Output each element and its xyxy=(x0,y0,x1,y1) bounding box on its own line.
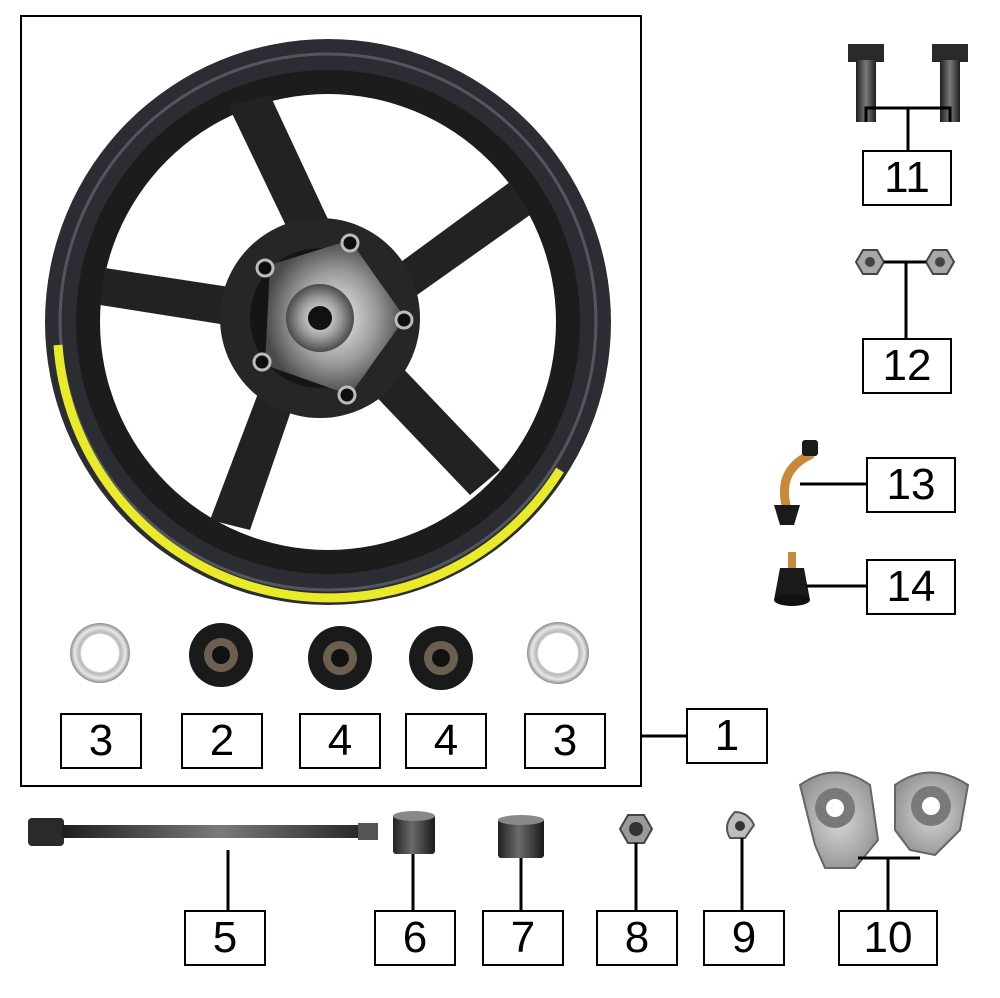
washer-left xyxy=(70,623,130,683)
chain-adjuster-left xyxy=(798,771,880,869)
callout-5: 5 xyxy=(184,910,266,966)
wheel-assembly-frame xyxy=(20,15,642,787)
callout-12: 12 xyxy=(862,338,952,394)
callout-3-left: 3 xyxy=(60,713,142,769)
callout-7: 7 xyxy=(482,910,564,966)
rim-stripe xyxy=(53,344,564,603)
valve-straight xyxy=(774,552,810,606)
callout-3-right: 3 xyxy=(524,713,606,769)
bearing-2 xyxy=(189,623,253,687)
axle-nut xyxy=(618,814,654,844)
callout-4-right: 4 xyxy=(405,713,487,769)
bearing-4b xyxy=(409,626,473,690)
hub-bolt-holes xyxy=(252,233,414,405)
callout-10: 10 xyxy=(838,910,938,966)
wheel-assembly xyxy=(45,39,611,605)
cotter-pin xyxy=(725,810,756,839)
callout-6: 6 xyxy=(374,910,456,966)
callout-1: 1 xyxy=(686,708,768,764)
callout-9: 9 xyxy=(703,910,785,966)
callout-2: 2 xyxy=(181,713,263,769)
nut-left xyxy=(854,249,886,275)
callout-11: 11 xyxy=(862,150,952,206)
washer-right xyxy=(527,622,589,684)
bearing-4a xyxy=(308,626,372,690)
valve-angled xyxy=(774,440,818,525)
axle xyxy=(28,818,378,846)
chain-adjuster-right xyxy=(894,771,970,857)
leader-lines xyxy=(226,106,952,910)
callout-8: 8 xyxy=(596,910,678,966)
callout-4-left: 4 xyxy=(299,713,381,769)
spacer-6 xyxy=(393,811,435,854)
callout-13: 13 xyxy=(866,457,956,513)
nut-right xyxy=(924,249,956,275)
spacer-7 xyxy=(498,815,544,858)
callout-14: 14 xyxy=(866,559,956,615)
wheel-spokes xyxy=(100,95,530,530)
